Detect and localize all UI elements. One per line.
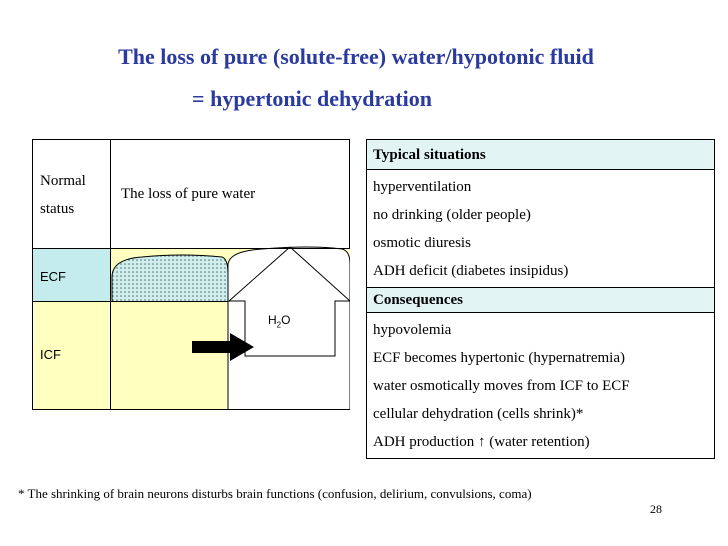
page-number: 28 <box>650 502 662 516</box>
list-item: ECF becomes hypertonic (hypernatremia) <box>373 350 625 366</box>
up-arrow-icon: ↑ <box>478 434 486 450</box>
status-label: status <box>40 201 75 217</box>
h2o-label: H2O <box>268 313 291 330</box>
normal-label: Normal <box>40 173 86 189</box>
ecf-label: ECF <box>40 269 66 284</box>
arrow-right-body <box>192 341 230 353</box>
title-line-2: = hypertonic dehydration <box>192 86 432 111</box>
fluid-compartment-diagram: Normal status The loss of pure water ECF… <box>32 139 350 410</box>
arrow-right-head <box>230 333 254 361</box>
list-item: hypovolemia <box>373 322 452 338</box>
icf-label: ICF <box>40 347 61 362</box>
shrunken-ecf-dome <box>112 255 228 301</box>
column-header: The loss of pure water <box>121 186 256 202</box>
consequences-header: Consequences <box>366 287 715 313</box>
list-item: no drinking (older people) <box>373 207 531 223</box>
title-line-1: The loss of pure (solute-free) water/hyp… <box>118 44 594 69</box>
list-item: water osmotically moves from ICF to ECF <box>373 378 630 394</box>
typical-situations-list: hyperventilation no drinking (older peop… <box>366 170 715 287</box>
list-item: cellular dehydration (cells shrink)* <box>373 406 584 422</box>
list-item: hyperventilation <box>373 179 472 195</box>
typical-situations-header: Typical situations <box>366 139 715 170</box>
diagram-shapes <box>111 246 350 410</box>
list-item: osmotic diuresis <box>373 235 471 251</box>
ecf-region <box>32 248 110 301</box>
water-arrow-up <box>227 246 350 357</box>
info-table: Typical situations hyperventilation no d… <box>366 139 715 459</box>
consequences-list: hypovolemia ECF becomes hypertonic (hype… <box>366 313 715 459</box>
footnote: * The shrinking of brain neurons disturb… <box>18 486 532 501</box>
list-item: ADH production ↑ (water retention) <box>373 434 590 450</box>
list-item: ADH deficit (diabetes insipidus) <box>373 263 569 279</box>
